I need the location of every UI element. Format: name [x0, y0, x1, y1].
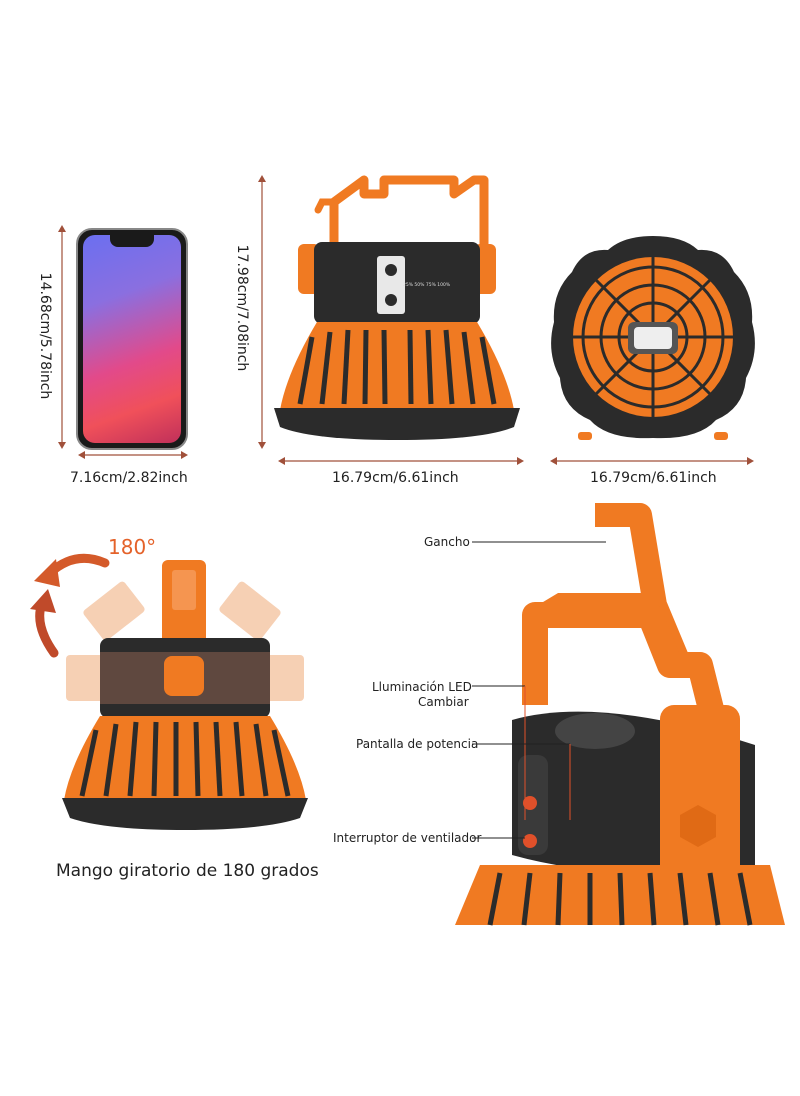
fan-side-width-dimension-line: [278, 457, 524, 465]
fan-front-width-dimension-line: [550, 457, 754, 465]
phone-height-label: 14.68cm/5.78inch: [37, 272, 53, 400]
fan-height-dimension-line: [258, 175, 266, 449]
led-callout-label-line1: Lluminación LED: [372, 680, 472, 694]
phone-width-label: 7.16cm/2.82inch: [70, 470, 188, 486]
rotating-fan-image: [62, 560, 308, 830]
fan-side-width-label: 16.79cm/6.61inch: [332, 470, 459, 486]
smartphone-image: [76, 228, 188, 450]
rotation-caption: Mango giratorio de 180 grados: [56, 861, 319, 881]
fan-percent-labels: 25% 50% 75% 100%: [403, 282, 451, 288]
fan-switch-callout-label: Interruptor de ventilador: [333, 831, 482, 845]
power-display-callout-label: Pantalla de potencia: [356, 737, 479, 751]
hook-callout-label: Gancho: [424, 535, 470, 549]
callout-leader-lines: [472, 541, 606, 839]
fan-closeup-image: [455, 503, 785, 926]
fan-front-view-image: [551, 236, 755, 440]
phone-height-dimension-line: [58, 225, 66, 449]
fan-height-label: 17.98cm/7.08inch: [234, 244, 250, 372]
rotation-degrees-label: 180°: [108, 535, 157, 559]
led-callout-label-line2: Cambiar: [418, 695, 469, 709]
phone-width-dimension-line: [78, 451, 188, 459]
fan-side-view-image: 25% 50% 75% 100%: [274, 175, 520, 440]
rotation-arrows-icon: [30, 553, 110, 658]
fan-front-width-label: 16.79cm/6.61inch: [590, 470, 717, 486]
